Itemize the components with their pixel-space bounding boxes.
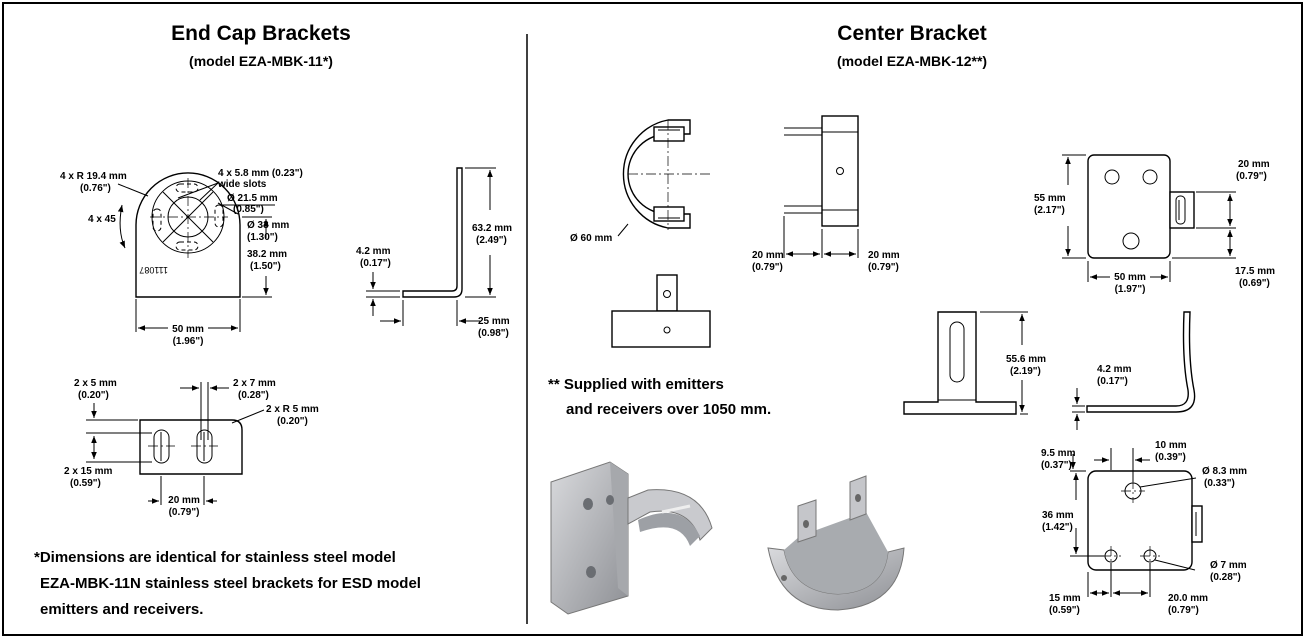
endcap-r-inch: (0.76") [80,183,111,194]
plate-off: 17.5 mm [1235,266,1275,277]
mid-a-inch: (0.79") [752,262,783,273]
center-hook-view [1072,311,1196,430]
holes-e-inch: (0.59") [1049,605,1080,616]
endcap-w-inch: (1.96") [173,336,204,347]
bottom-a: 2 x 5 mm [74,378,117,389]
right-subtitle: (model EZA-MBK-12**) [837,53,987,69]
left-note-line1: *Dimensions are identical for stainless … [34,549,396,566]
side-l: 25 mm [478,316,510,327]
bottom-d-inch: (0.79") [169,507,200,518]
holes-f-inch: (0.79") [1168,605,1199,616]
plate-w: 50 mm [1114,272,1146,283]
bottom-c: 2 x 15 mm [64,466,112,477]
side-h: 63.2 mm [472,223,512,234]
endcap-r-label: 4 x R 19.4 mm [60,171,127,182]
center-bracket-3d-render [550,461,713,615]
endcap-slot-label2: wide slots [217,179,267,190]
plate-w-inch: (1.97") [1115,284,1146,295]
bottom-b-inch: (0.28") [238,390,269,401]
left-note-line3: emitters and receivers. [40,601,203,618]
holes-h: 36 mm [1042,510,1074,521]
holes-a-inch: (0.37") [1041,460,1072,471]
stand-h-inch: (2.19") [1010,366,1041,377]
right-title: Center Bracket [837,22,986,45]
center-holes-view [1070,448,1203,597]
endcap-d1-inch: (0.85") [233,204,264,215]
endcap-slot-label: 4 x 5.8 mm (0.23") [218,168,303,179]
holes-b: 10 mm [1155,440,1187,451]
endcap-d2: Ø 33 mm [247,220,289,231]
holes-h-inch: (1.42") [1042,522,1073,533]
center-plate-view [1062,154,1236,282]
mid-a: 20 mm [752,250,784,261]
plate-tab-inch: (0.79") [1236,171,1267,182]
side-h-inch: (2.49") [476,235,507,246]
endcap-d2-inch: (1.30") [247,232,278,243]
plate-h-inch: (2.17") [1034,205,1065,216]
holes-d-inch: (0.28") [1210,572,1241,583]
plate-off-inch: (0.69") [1239,278,1270,289]
holes-e: 15 mm [1049,593,1081,604]
center-ring-3d-render [767,475,905,611]
holes-d: Ø 7 mm [1210,560,1247,571]
bottom-r-inch: (0.20") [277,416,308,427]
holes-c: Ø 8.3 mm [1202,466,1247,477]
mid-b: 20 mm [868,250,900,261]
holes-b-inch: (0.39") [1155,452,1186,463]
right-note-line1: ** Supplied with emitters [548,376,724,393]
left-note-line2: EZA-MBK-11N stainless steel brackets for… [40,575,421,592]
endcap-side-view [366,167,496,326]
plate-tab: 20 mm [1238,159,1270,170]
endcap-top-view: 111087 [117,172,275,332]
endcap-angle: 4 x 45 [88,214,116,225]
endcap-h-inch: (1.50") [250,261,281,272]
bottom-r: 2 x R 5 mm [266,404,319,415]
right-note-line2: and receivers over 1050 mm. [566,401,771,418]
bottom-d: 20 mm [168,495,200,506]
bottom-b: 2 x 7 mm [233,378,276,389]
side-t: 4.2 mm [356,246,391,257]
endcap-d1: Ø 21.5 mm [227,193,278,204]
side-t-inch: (0.17") [360,258,391,269]
endcap-w: 50 mm [172,324,204,335]
hook-t: 4.2 mm [1097,364,1132,375]
left-subtitle: (model EZA-MBK-11*) [189,53,333,69]
stand-h: 55.6 mm [1006,354,1046,365]
part-number: 111087 [139,265,168,275]
side-l-inch: (0.98") [478,328,509,339]
bottom-c-inch: (0.59") [70,478,101,489]
holes-c-inch: (0.33") [1204,478,1235,489]
endcap-bottom-view [86,382,265,505]
endcap-h: 38.2 mm [247,249,287,260]
center-ring-view [617,119,712,237]
center-side-view [783,115,859,258]
hook-t-inch: (0.17") [1097,376,1128,387]
holes-f: 20.0 mm [1168,593,1208,604]
holes-a: 9.5 mm [1041,448,1076,459]
center-stand-view [903,311,1028,415]
ring-dia: Ø 60 mm [570,233,612,244]
plate-h: 55 mm [1034,193,1066,204]
bottom-a-inch: (0.20") [78,390,109,401]
mid-b-inch: (0.79") [868,262,899,273]
center-tab-view [611,274,711,348]
left-title: End Cap Brackets [171,22,351,45]
